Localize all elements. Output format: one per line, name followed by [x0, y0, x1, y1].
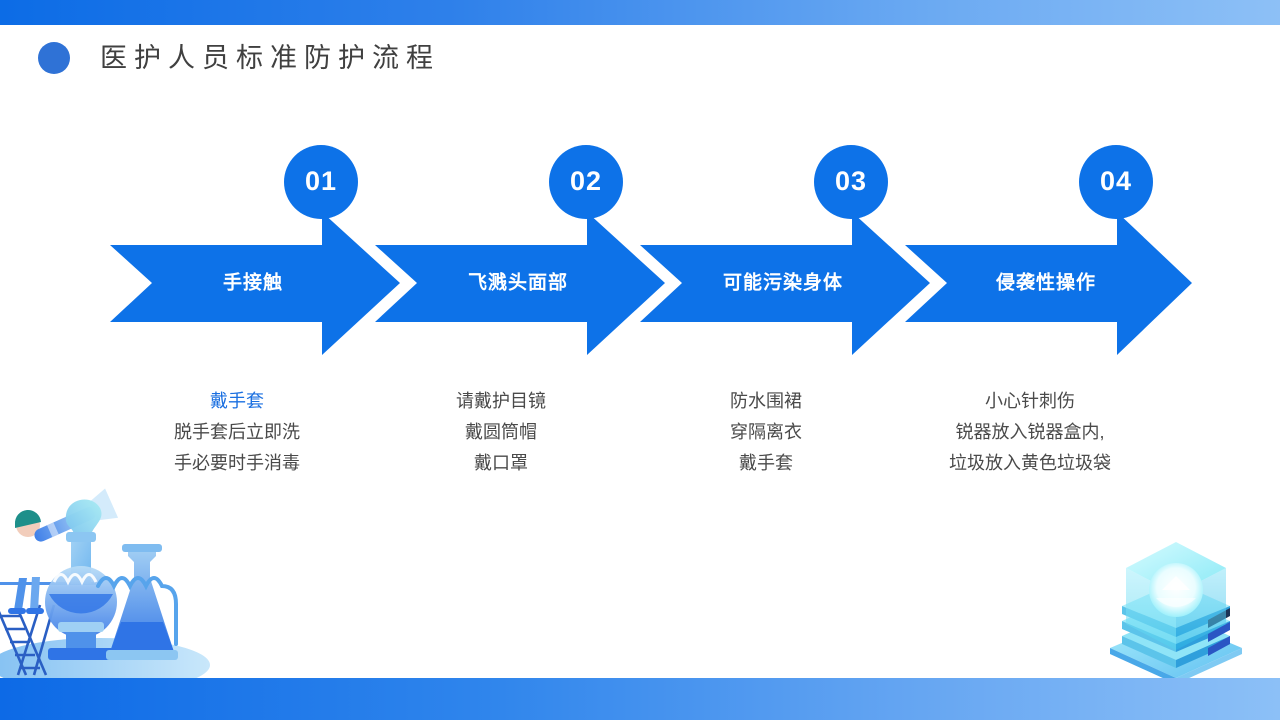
- caption-line: 戴圆筒帽: [465, 422, 537, 442]
- step-number: 04: [1099, 165, 1133, 196]
- caption-line: 请戴护目镜: [456, 391, 546, 411]
- circle-bullet-icon: [38, 42, 70, 74]
- caption-line: 小心针刺伤: [985, 391, 1075, 411]
- step-captions-1: 戴手套 脱手套后立即洗 手必要时手消毒: [112, 386, 362, 479]
- step-captions-3: 防水围裙 穿隔离衣 戴手套: [641, 386, 891, 479]
- step-badge-02[interactable]: 02: [549, 145, 623, 219]
- page-title: 医护人员标准防护流程: [100, 42, 440, 73]
- laboratory-scientist-illustration: [0, 470, 288, 700]
- flow-arrow-label-2: 飞溅头面部: [467, 272, 569, 294]
- step-captions-4: 小心针刺伤 锐器放入锐器盒内, 垃圾放入黄色垃圾袋: [905, 386, 1155, 479]
- step-badge-03[interactable]: 03: [814, 145, 888, 219]
- bottom-gradient-bar: [0, 678, 1280, 720]
- caption-line: 穿隔离衣: [730, 422, 802, 442]
- step-badge-01[interactable]: 01: [284, 145, 358, 219]
- caption-line: 防水围裙: [730, 391, 802, 411]
- caption-line: 戴手套: [739, 453, 793, 473]
- caption-line: 垃圾放入黄色垃圾袋: [949, 453, 1111, 473]
- flow-arrow-label-1: 手接触: [222, 272, 284, 294]
- caption-line: 戴口罩: [474, 453, 528, 473]
- step-badge-04[interactable]: 04: [1079, 145, 1153, 219]
- step-number: 01: [304, 165, 338, 196]
- top-gradient-bar: [0, 0, 1280, 25]
- page-header: 医护人员标准防护流程: [38, 42, 440, 74]
- flow-arrow-label-3: 可能污染身体: [722, 272, 844, 294]
- caption-line: 手必要时手消毒: [174, 453, 300, 473]
- step-number: 03: [834, 165, 868, 196]
- flow-arrow-label-4: 侵袭性操作: [995, 272, 1097, 294]
- caption-line: 锐器放入锐器盒内,: [955, 422, 1105, 442]
- isometric-server-stack-illustration: [1098, 528, 1258, 688]
- caption-line: 戴手套: [210, 391, 264, 411]
- caption-line: 脱手套后立即洗: [174, 422, 300, 442]
- step-captions-2: 请戴护目镜 戴圆筒帽 戴口罩: [376, 386, 626, 479]
- step-number: 02: [569, 165, 603, 196]
